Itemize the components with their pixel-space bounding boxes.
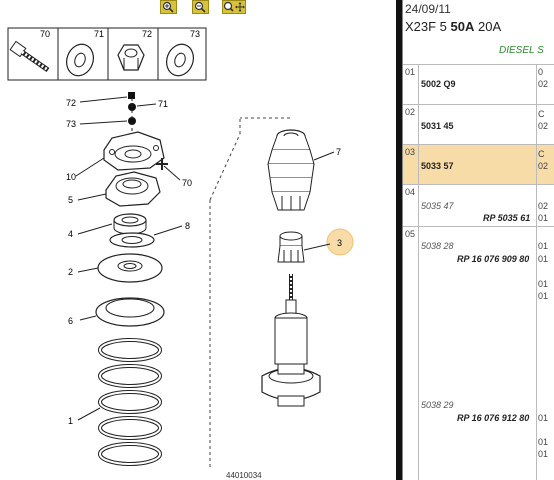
dust-boot[interactable]: 7 <box>267 129 341 211</box>
bump-stop[interactable]: 3 <box>277 228 354 263</box>
row-extra: 0 <box>538 67 544 77</box>
row-sub-a4: 01 <box>538 291 549 301</box>
legend-num-71: 71 <box>94 29 104 39</box>
row-quantity: 02 <box>538 161 549 171</box>
row-index: 03 <box>405 147 416 157</box>
callout-73[interactable]: 73 <box>66 117 136 129</box>
legend-box-73[interactable]: 73 <box>157 27 207 81</box>
rubber-stop[interactable]: 8 <box>109 221 190 248</box>
replacement-part-a[interactable]: RP 16 076 909 80 <box>457 254 530 264</box>
parts-row-01[interactable]: 01 5002 Q9 02 0 <box>403 64 554 104</box>
zoom-out-icon <box>194 1 206 13</box>
row-index: 01 <box>405 67 416 77</box>
parts-row-05[interactable]: 05 5038 28 RP 16 076 909 80 01 01 01 01 … <box>403 226 554 480</box>
row-sub-b2: 01 <box>538 437 549 447</box>
parts-list-panel: 24/09/11 X23F 5 50A 20A DIESEL S 01 5002… <box>403 0 554 480</box>
parts-row-03[interactable]: 03 5033 57 02 C <box>403 144 554 184</box>
model-engine-code: 50A <box>450 19 475 34</box>
legend-box-71[interactable]: 71 <box>57 27 109 81</box>
nut-icon <box>117 44 145 71</box>
thrust-bearing[interactable]: 4 <box>68 213 147 239</box>
zoom-in-button[interactable] <box>160 0 177 14</box>
model-prefix: X23F 5 <box>405 19 451 34</box>
strut-mount[interactable]: 5 <box>68 171 161 207</box>
row-sub-b3: 01 <box>538 449 549 459</box>
diagram-footer-code: 44010034 <box>226 471 262 480</box>
svg-text:10: 10 <box>66 172 76 182</box>
row-extra: C <box>538 149 545 159</box>
svg-text:72: 72 <box>66 98 76 108</box>
diagram-toolbar <box>0 0 396 16</box>
row-sub-a2: 01 <box>538 254 549 264</box>
part-reference[interactable]: 5035 47 <box>421 201 454 211</box>
zoom-out-button[interactable] <box>192 0 209 14</box>
replacement-part-b[interactable]: RP 16 076 912 80 <box>457 413 530 423</box>
svg-text:73: 73 <box>66 119 76 129</box>
callout-70[interactable]: 70 <box>156 158 192 188</box>
exploded-diagram: 70 71 72 <box>7 27 354 480</box>
lock-washer-icon <box>166 43 194 77</box>
callout-71[interactable]: 71 <box>128 99 168 111</box>
row-sub-a3: 01 <box>538 279 549 289</box>
legend-box-70[interactable]: 70 <box>7 27 59 81</box>
svg-text:6: 6 <box>68 316 73 326</box>
svg-text:70: 70 <box>182 178 192 188</box>
coil-spring[interactable]: 1 <box>68 338 162 466</box>
vehicle-model: X23F 5 50A 20A <box>405 19 501 34</box>
shock-absorber[interactable] <box>261 274 321 407</box>
pane-splitter[interactable] <box>396 0 402 480</box>
parts-diagram-panel: 70 71 72 <box>0 0 396 480</box>
svg-text:2: 2 <box>68 267 73 277</box>
legend-box-72[interactable]: 72 <box>107 27 159 81</box>
svg-text:3: 3 <box>337 238 342 248</box>
zoom-fit-icon <box>223 1 245 12</box>
row-index: 05 <box>405 229 416 239</box>
svg-text:1: 1 <box>68 416 73 426</box>
legend-num-73: 73 <box>190 29 200 39</box>
row-quantity: 02 <box>538 121 549 131</box>
catalog-date: 24/09/11 <box>405 2 451 16</box>
bolt-icon <box>9 40 50 73</box>
upper-mount-plate[interactable]: 10 <box>66 131 165 182</box>
zoom-fit-button[interactable] <box>222 0 246 14</box>
spring-isolator[interactable]: 6 <box>68 297 165 327</box>
legend-num-70: 70 <box>40 29 50 39</box>
parts-row-04[interactable]: 04 5035 47 RP 5035 61 02 01 <box>403 184 554 226</box>
row-sub-a1: 01 <box>538 241 549 251</box>
model-suffix: 20A <box>474 19 502 34</box>
row-index: 04 <box>405 187 416 197</box>
parts-row-02[interactable]: 02 5031 45 02 C <box>403 104 554 144</box>
row-sub-b1: 01 <box>538 413 549 423</box>
zoom-in-icon <box>162 1 174 13</box>
row-extra: C <box>538 109 545 119</box>
part-reference[interactable]: 5031 45 <box>421 121 454 131</box>
svg-text:7: 7 <box>336 147 341 157</box>
engine-type: DIESEL S <box>499 45 544 56</box>
part-reference-a[interactable]: 5038 28 <box>421 241 454 251</box>
spring-upper-seat[interactable]: 2 <box>68 253 163 283</box>
svg-text:71: 71 <box>158 99 168 109</box>
pane-divider <box>402 0 403 480</box>
legend-num-72: 72 <box>142 29 152 39</box>
washer-icon <box>66 43 94 77</box>
row-extra: 01 <box>538 213 549 223</box>
part-reference[interactable]: 5033 57 <box>421 161 454 171</box>
part-reference[interactable]: 5002 Q9 <box>421 79 456 89</box>
replacement-part[interactable]: RP 5035 61 <box>483 213 531 223</box>
part-reference-b[interactable]: 5038 29 <box>421 400 454 410</box>
svg-text:8: 8 <box>185 221 190 231</box>
row-quantity: 02 <box>538 79 549 89</box>
row-quantity: 02 <box>538 201 549 211</box>
row-index: 02 <box>405 107 416 117</box>
callout-72[interactable]: 72 <box>66 92 135 108</box>
svg-text:4: 4 <box>68 229 73 239</box>
svg-text:5: 5 <box>68 195 73 205</box>
